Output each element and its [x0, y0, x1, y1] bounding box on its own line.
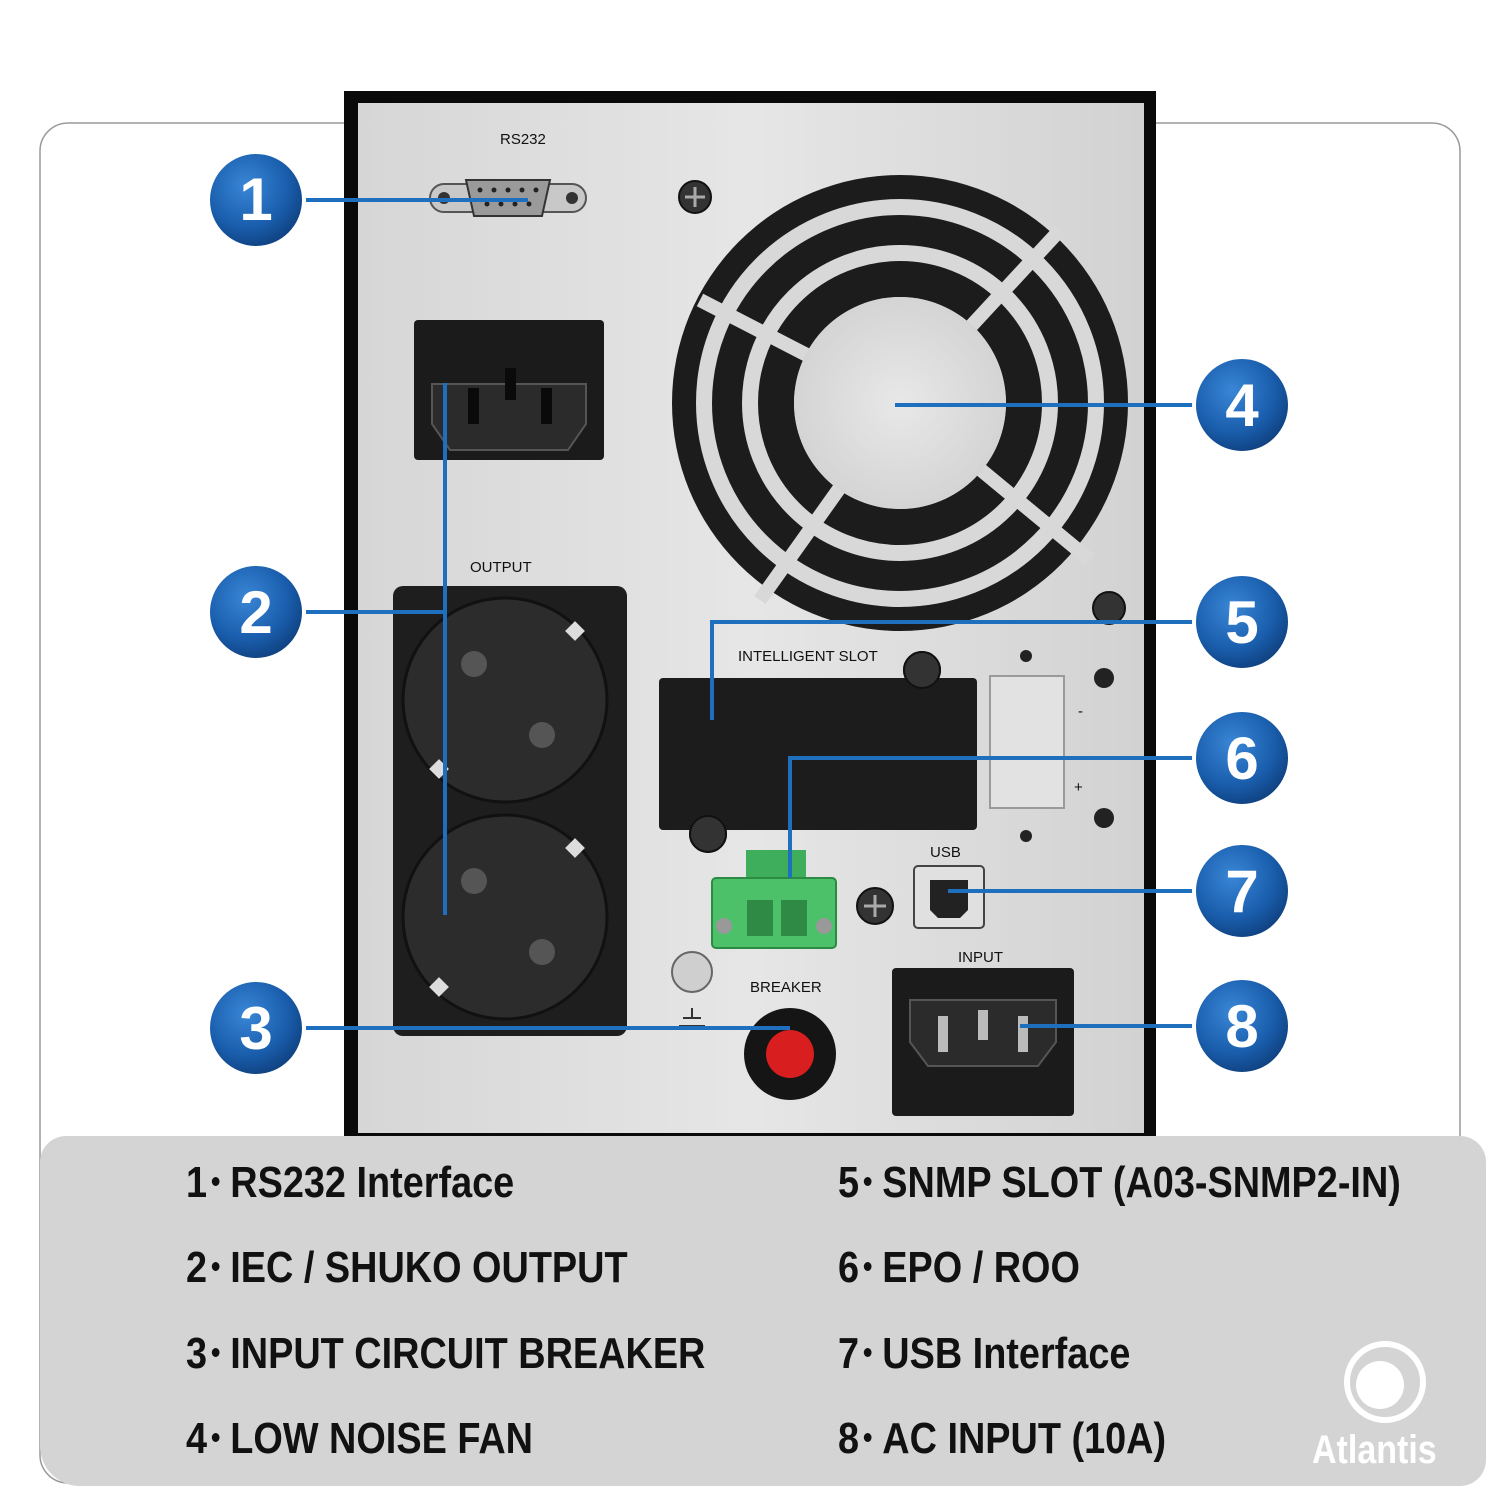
svg-text:6: 6 [1225, 725, 1258, 792]
callout-6: 6 [1192, 708, 1292, 808]
rs232-port: RS232 [428, 131, 588, 217]
plus-label: + [1074, 779, 1083, 796]
callout-4: 4 [1192, 355, 1292, 455]
ground-terminal [671, 951, 713, 1027]
callout-1: 1 [206, 150, 306, 250]
svg-text:2: 2 [239, 579, 272, 646]
iec-output-socket [414, 320, 604, 460]
callout-8: 8 [1192, 976, 1292, 1076]
ac-input-socket: INPUT [892, 949, 1074, 1116]
legend-panel [40, 1136, 1486, 1486]
svg-text:8: 8 [1225, 993, 1258, 1060]
usb-label: USB [930, 844, 961, 861]
intelligent-slot-label: INTELLIGENT SLOT [738, 648, 878, 665]
svg-text:4: 4 [1225, 372, 1259, 439]
callout-5: 5 [1192, 572, 1292, 672]
intelligent-slot: INTELLIGENT SLOT [659, 648, 977, 853]
input-circuit-breaker: BREAKER [744, 979, 836, 1100]
minus-label: - [1078, 703, 1083, 720]
schuko-output-block: OUTPUT [393, 559, 627, 1036]
epo-terminal-block [711, 850, 837, 949]
rs232-label: RS232 [500, 131, 546, 148]
svg-text:3: 3 [239, 995, 272, 1062]
svg-text:5: 5 [1225, 589, 1258, 656]
input-label: INPUT [958, 949, 1003, 966]
svg-text:7: 7 [1225, 858, 1258, 925]
leader-lines [300, 198, 1194, 1030]
svg-text:1: 1 [239, 166, 272, 233]
atlantis-logo [1344, 1341, 1426, 1423]
callout-3: 3 [206, 978, 306, 1078]
callout-7: 7 [1192, 841, 1292, 941]
callout-2: 2 [206, 562, 306, 662]
battery-port: - + [989, 650, 1114, 842]
brand-name: Atlantis [1312, 1428, 1437, 1472]
output-label: OUTPUT [470, 559, 532, 576]
usb-port: USB [913, 844, 985, 929]
breaker-label: BREAKER [750, 979, 822, 996]
